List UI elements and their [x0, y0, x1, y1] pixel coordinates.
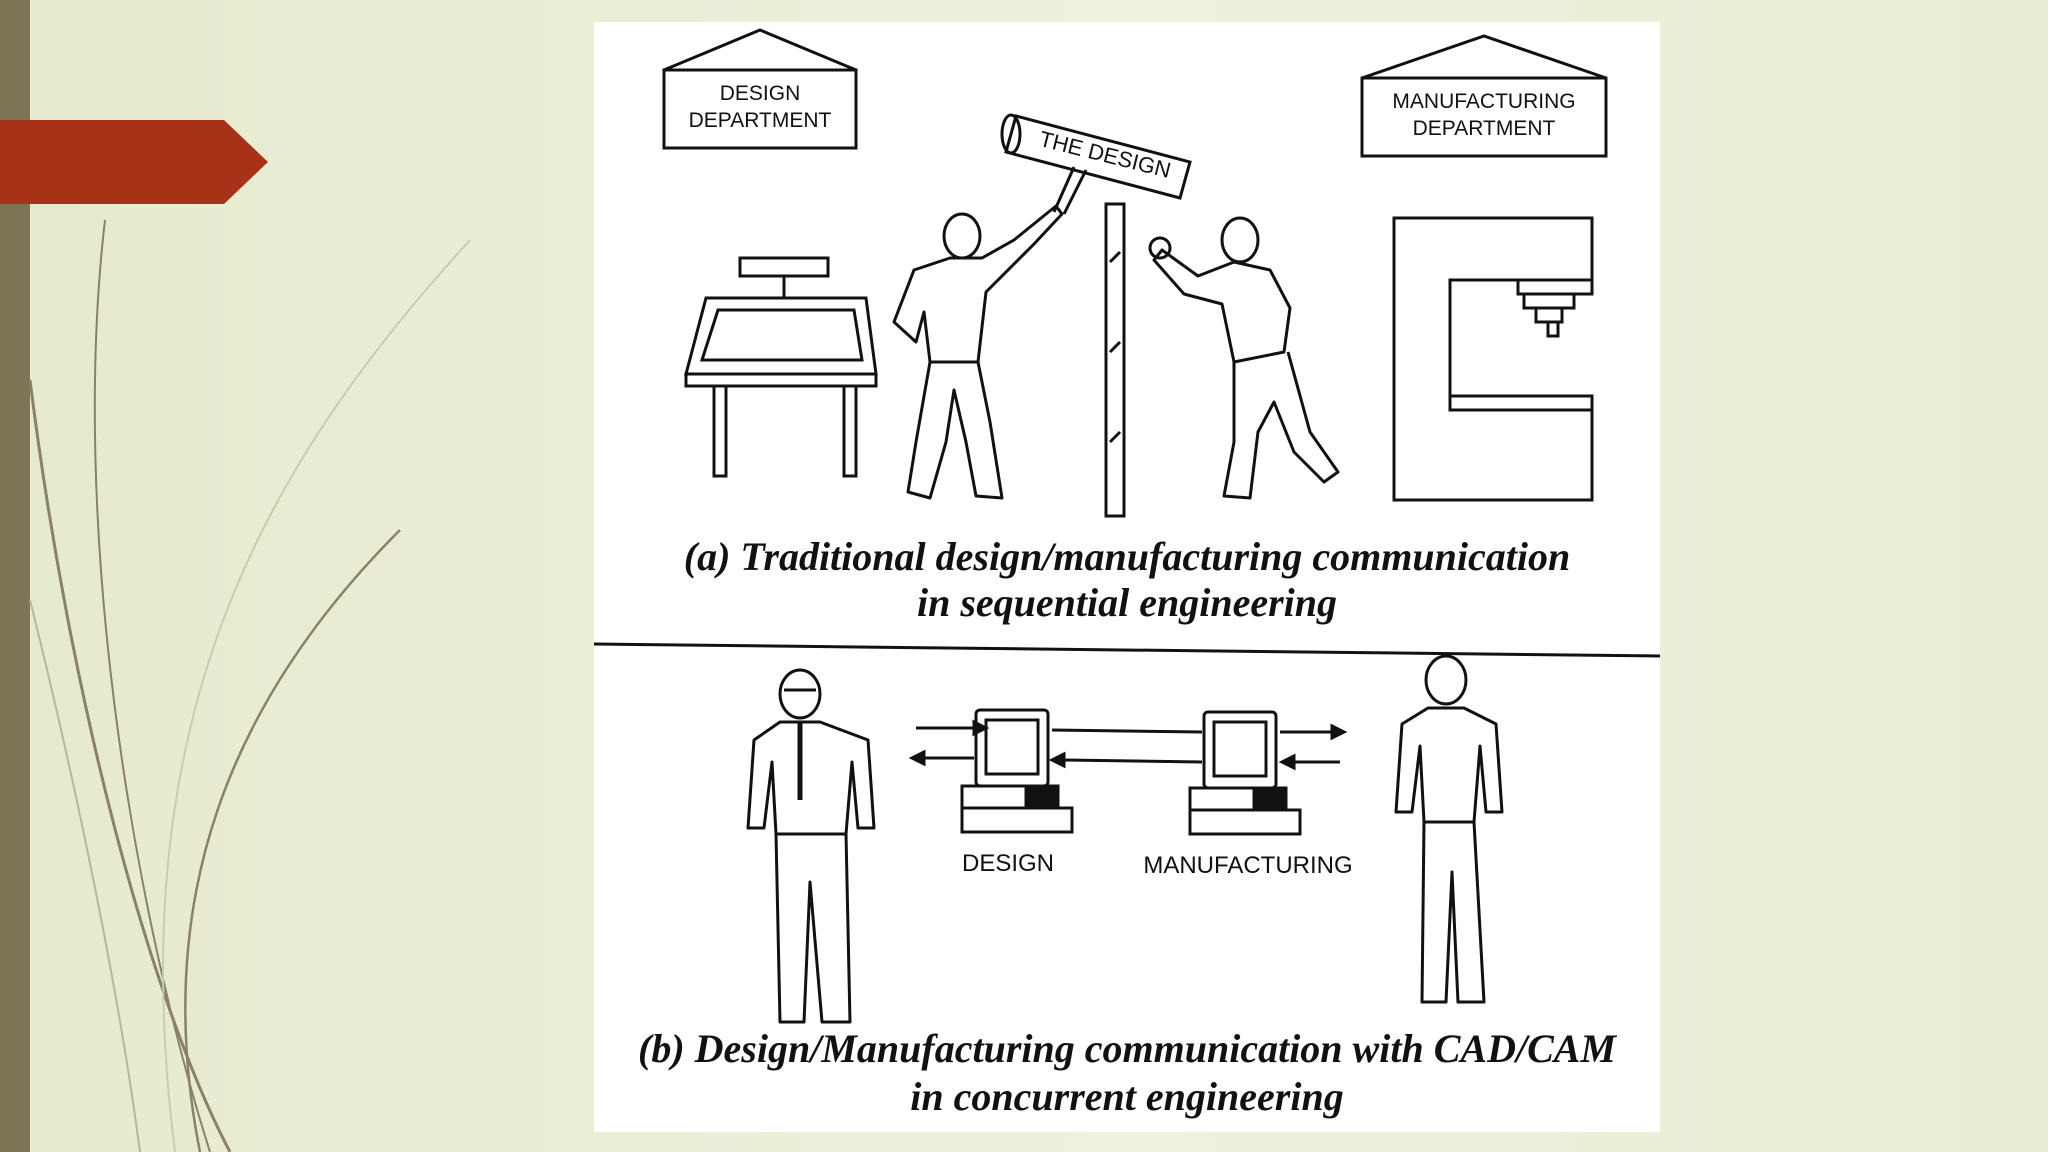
design-computer-icon — [960, 708, 1074, 834]
design-department-label: DESIGN DEPARTMENT — [688, 82, 832, 132]
caption-a-line1: (a) Traditional design/manufacturing com… — [683, 534, 1571, 579]
design-department-sign — [662, 28, 858, 150]
wall-barrier — [1104, 202, 1126, 518]
designer-standing-figure — [746, 668, 876, 1024]
manufacturing-department-sign — [1360, 34, 1608, 158]
manufacturing-computer-label: MANUFACTURING — [1143, 852, 1353, 879]
manufacturing-computer-icon — [1188, 710, 1302, 836]
panel-divider — [594, 642, 1660, 658]
drafting-table-icon — [684, 256, 878, 478]
data-exchange-arrows — [908, 719, 1348, 771]
manufacturer-standing-figure — [1394, 654, 1504, 1004]
caption-b-line1: (b) Design/Manufacturing communication w… — [638, 1026, 1616, 1071]
accent-arrow-shape — [0, 120, 268, 204]
diagram-figure: DESIGN DEPARTMENT MANUFACTURING DEPARTME… — [594, 22, 1660, 1132]
designer-throwing-figure — [892, 204, 1064, 500]
manufacturing-department-label: MANUFACTURING DEPARTMENT — [1392, 90, 1576, 140]
machine-tool-icon — [1392, 216, 1594, 502]
design-scroll — [1000, 113, 1192, 215]
decorative-swooshes — [28, 219, 471, 1152]
caption-a-line2: in sequential engineering — [916, 580, 1338, 625]
caption-b-line2: in concurrent engineering — [910, 1074, 1344, 1119]
design-computer-label: DESIGN — [961, 850, 1054, 877]
manufacturer-catching-figure — [1148, 216, 1340, 500]
diagram-drawing — [594, 28, 1660, 1024]
